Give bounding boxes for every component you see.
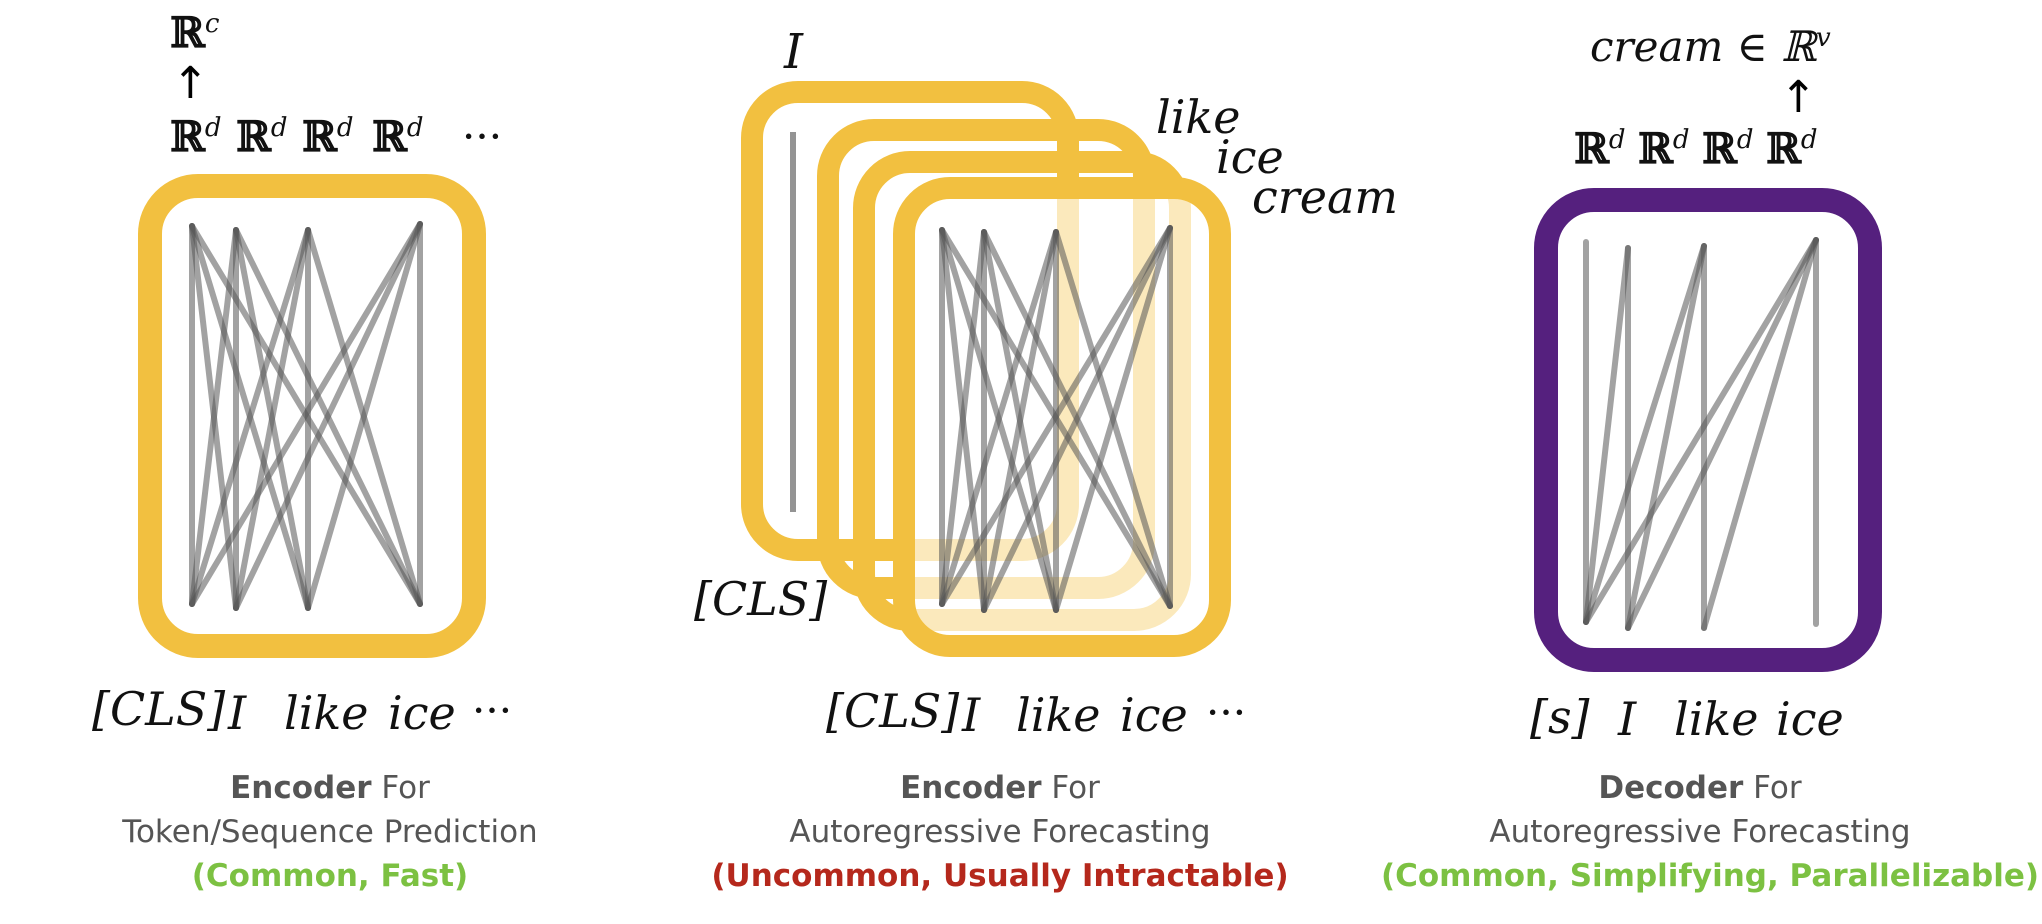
encoder-2-token-i: I [962, 688, 981, 742]
encoder-1-edge-2-0 [189, 227, 311, 607]
encoder-2-edge-3-2 [1053, 225, 1173, 613]
decoder-output-token: cream ∈ ℝv [1590, 22, 1831, 71]
encoder-1-hidden-2: ℝd [302, 112, 354, 161]
decoder-hidden-1: ℝd [1638, 124, 1690, 173]
encoder-2-token-ice: ice [1120, 688, 1188, 742]
encoder-1-output-space: ℝc [170, 8, 220, 57]
encoder-1-box [138, 174, 486, 658]
decoder-token-s: [s] [1530, 690, 1590, 744]
encoder-2-token-cls: [CLS] [826, 684, 960, 738]
stack-word-ice: ice [1216, 130, 1284, 184]
decoder-hidden-2: ℝd [1702, 124, 1754, 173]
stack-word-like: like [1156, 90, 1241, 144]
decoder-edge-3-2 [1701, 237, 1819, 631]
decoder-hidden-0: ℝd [1574, 124, 1626, 173]
encoder-1-edge-2-1 [233, 227, 311, 611]
encoder-1-output-arrow: ↑ [172, 58, 209, 109]
encoder-1-edge-3-0 [189, 221, 423, 607]
encoder-2-token-ellipsis: ··· [1206, 688, 1247, 737]
decoder-caption-line3: (Common, Simplifying, Parallelizable) [1380, 858, 2040, 894]
encoder-1-caption-line1: Encoder For [230, 770, 430, 806]
encoder-1-token-cls: [CLS] [92, 682, 226, 736]
stack-cls-label: [CLS] [694, 572, 828, 626]
encoder-1-hidden-1: ℝd [236, 112, 288, 161]
encoder-2-edge-2-1 [981, 229, 1059, 613]
encoder-1-token-ellipsis: ··· [472, 686, 513, 735]
encoder-1-token-ice: ice [388, 686, 456, 740]
encoder-1-hidden-ellipsis: ··· [462, 112, 503, 161]
encoder-2-caption-line3: (Uncommon, Usually Intractable) [711, 858, 1289, 894]
stack-word-i: I [784, 24, 803, 80]
decoder-causal-attention-edges [1583, 237, 1819, 631]
decoder-token-ice: ice [1776, 692, 1844, 746]
encoder-2-caption-line2: Autoregressive Forecasting [789, 814, 1211, 850]
encoder-2-edge-3-1 [981, 225, 1173, 613]
encoder-1-caption-line3: (Common, Fast) [191, 858, 469, 894]
encoder-1-token-i: I [228, 686, 247, 740]
decoder-edge-2-0 [1583, 243, 1707, 625]
encoder-1-edge-1-0 [189, 227, 239, 607]
encoder-1-edge-3-1 [233, 221, 423, 611]
encoder-1-attention-edges [189, 221, 423, 611]
encoder-2-token-like: like [1016, 688, 1101, 742]
decoder-edge-3-0 [1583, 237, 1819, 625]
decoder-caption-line1: Decoder For [1598, 770, 1802, 806]
decoder-hidden-3: ℝd [1766, 124, 1818, 173]
encoder-1-edge-3-2 [305, 221, 423, 611]
encoder-2-edge-2-0 [939, 229, 1059, 607]
decoder-token-i: I [1618, 692, 1637, 746]
encoder-2-attention-edges [939, 225, 1173, 613]
decoder-box [1534, 188, 1882, 672]
encoder-1-hidden-0: ℝd [170, 112, 222, 161]
decoder-edge-2-1 [1625, 243, 1707, 631]
encoder-2-caption-line1: Encoder For [900, 770, 1100, 806]
encoder-1-caption-line2: Token/Sequence Prediction [122, 814, 538, 850]
encoder-1-token-like: like [284, 686, 369, 740]
decoder-edge-3-1 [1625, 237, 1819, 631]
decoder-output-arrow: ↑ [1780, 72, 1817, 123]
stack-word-cream: cream [1252, 170, 1399, 224]
decoder-caption-line2: Autoregressive Forecasting [1489, 814, 1911, 850]
encoder-1-hidden-3: ℝd [372, 112, 424, 161]
encoder-2-edge-3-0 [939, 225, 1173, 607]
decoder-token-like: like [1674, 692, 1759, 746]
encoder-2-edge-1-0 [939, 229, 987, 607]
decoder-edge-1-0 [1583, 245, 1631, 625]
